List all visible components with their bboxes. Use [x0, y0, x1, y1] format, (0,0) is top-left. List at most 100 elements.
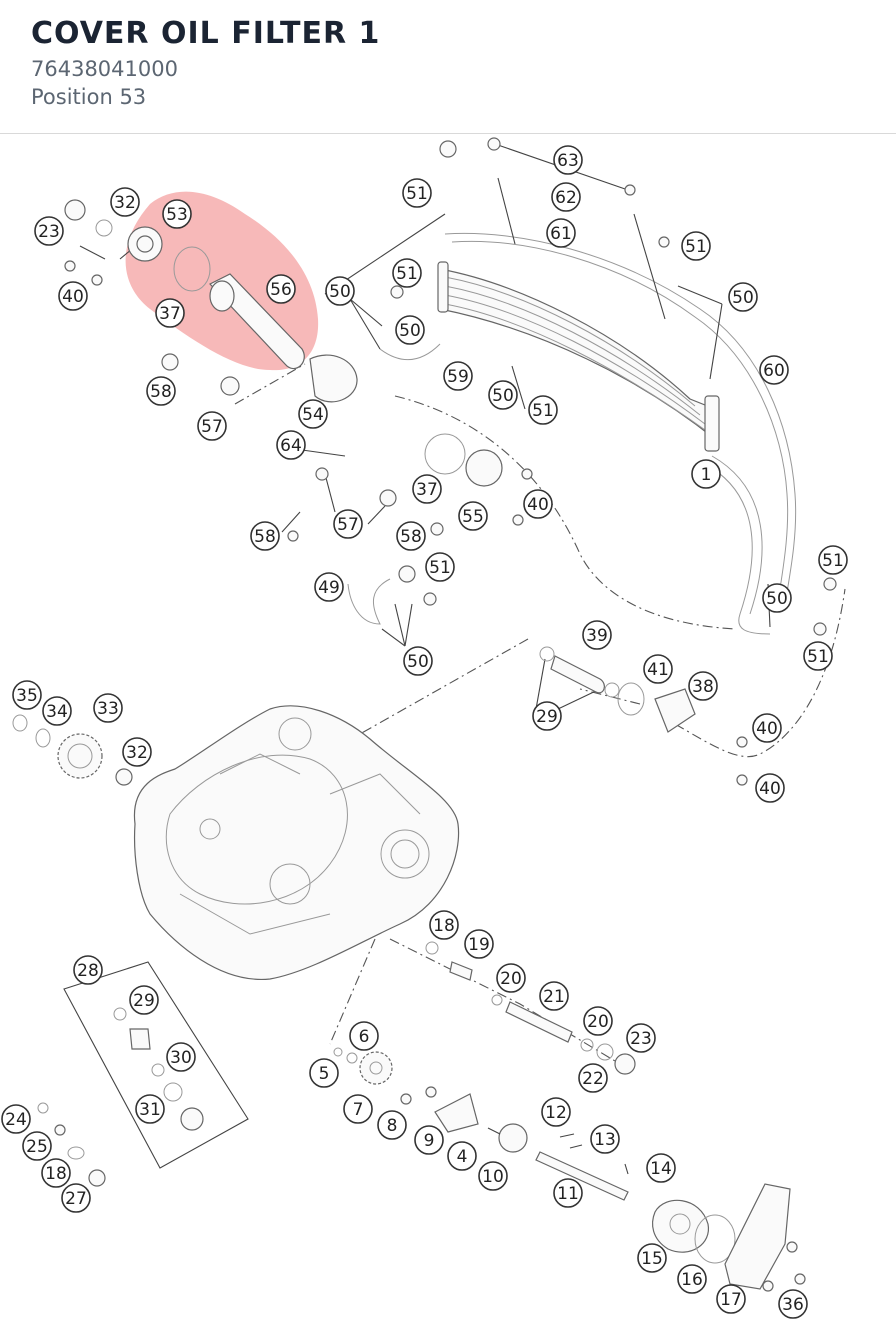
- callout-27[interactable]: 27: [61, 1183, 91, 1213]
- callout-51[interactable]: 51: [392, 258, 422, 288]
- callout-number: 29: [536, 707, 558, 727]
- callout-30[interactable]: 30: [166, 1042, 196, 1072]
- callout-20[interactable]: 20: [583, 1006, 613, 1036]
- callout-51[interactable]: 51: [402, 178, 432, 208]
- callout-4[interactable]: 4: [447, 1141, 477, 1171]
- callout-18[interactable]: 18: [429, 910, 459, 940]
- callout-50[interactable]: 50: [403, 646, 433, 676]
- callout-number: 29: [133, 991, 155, 1011]
- callout-18[interactable]: 18: [41, 1158, 71, 1188]
- callout-number: 32: [114, 193, 136, 213]
- callout-21[interactable]: 21: [539, 981, 569, 1011]
- callout-number: 61: [550, 224, 572, 244]
- callout-13[interactable]: 13: [590, 1124, 620, 1154]
- callout-19[interactable]: 19: [464, 929, 494, 959]
- callout-20[interactable]: 20: [496, 963, 526, 993]
- callout-63[interactable]: 63: [553, 145, 583, 175]
- callout-54[interactable]: 54: [298, 399, 328, 429]
- callout-60[interactable]: 60: [759, 355, 789, 385]
- callout-22[interactable]: 22: [578, 1063, 608, 1093]
- callout-51[interactable]: 51: [803, 641, 833, 671]
- callout-62[interactable]: 62: [551, 182, 581, 212]
- callout-number: 51: [532, 401, 554, 421]
- callout-53[interactable]: 53: [162, 199, 192, 229]
- callout-number: 11: [557, 1184, 579, 1204]
- callout-37[interactable]: 37: [412, 474, 442, 504]
- callout-14[interactable]: 14: [646, 1153, 676, 1183]
- callout-64[interactable]: 64: [276, 430, 306, 460]
- callout-51[interactable]: 51: [528, 395, 558, 425]
- callout-28[interactable]: 28: [73, 955, 103, 985]
- callout-58[interactable]: 58: [146, 376, 176, 406]
- callout-51[interactable]: 51: [425, 552, 455, 582]
- callout-40[interactable]: 40: [523, 489, 553, 519]
- callout-number: 63: [557, 151, 579, 171]
- callout-number: 50: [399, 321, 421, 341]
- callout-8[interactable]: 8: [377, 1110, 407, 1140]
- callout-40[interactable]: 40: [58, 281, 88, 311]
- callout-16[interactable]: 16: [677, 1264, 707, 1294]
- callout-11[interactable]: 11: [553, 1178, 583, 1208]
- callout-33[interactable]: 33: [93, 693, 123, 723]
- callout-38[interactable]: 38: [688, 671, 718, 701]
- callout-39[interactable]: 39: [582, 620, 612, 650]
- callout-circle: [778, 1289, 808, 1319]
- callout-circle: [539, 981, 569, 1011]
- callout-37[interactable]: 37: [155, 298, 185, 328]
- callout-circle: [343, 1094, 373, 1124]
- callout-61[interactable]: 61: [546, 218, 576, 248]
- callout-number: 58: [254, 527, 276, 547]
- callout-50[interactable]: 50: [728, 282, 758, 312]
- callout-32[interactable]: 32: [122, 737, 152, 767]
- callout-1[interactable]: 1: [691, 459, 721, 489]
- callout-58[interactable]: 58: [396, 521, 426, 551]
- callout-32[interactable]: 32: [110, 187, 140, 217]
- callout-49[interactable]: 49: [314, 572, 344, 602]
- callout-50[interactable]: 50: [762, 583, 792, 613]
- callout-circle: [1, 1104, 31, 1134]
- callout-number: 35: [16, 686, 38, 706]
- callout-58[interactable]: 58: [250, 521, 280, 551]
- callout-23[interactable]: 23: [34, 216, 64, 246]
- callout-number: 50: [407, 652, 429, 672]
- callout-7[interactable]: 7: [343, 1094, 373, 1124]
- callout-number: 36: [782, 1295, 804, 1315]
- callout-5[interactable]: 5: [309, 1058, 339, 1088]
- callout-17[interactable]: 17: [716, 1284, 746, 1314]
- callout-50[interactable]: 50: [395, 315, 425, 345]
- callout-36[interactable]: 36: [778, 1289, 808, 1319]
- callout-15[interactable]: 15: [637, 1243, 667, 1273]
- callout-6[interactable]: 6: [349, 1021, 379, 1051]
- callout-31[interactable]: 31: [135, 1094, 165, 1124]
- callout-35[interactable]: 35: [12, 680, 42, 710]
- callout-25[interactable]: 25: [22, 1131, 52, 1161]
- callout-number: 50: [732, 288, 754, 308]
- callout-29[interactable]: 29: [129, 985, 159, 1015]
- callout-51[interactable]: 51: [681, 231, 711, 261]
- callout-50[interactable]: 50: [488, 380, 518, 410]
- callout-41[interactable]: 41: [643, 654, 673, 684]
- callout-12[interactable]: 12: [541, 1097, 571, 1127]
- callout-29[interactable]: 29: [532, 701, 562, 731]
- callout-55[interactable]: 55: [458, 501, 488, 531]
- callout-circle: [425, 552, 455, 582]
- callout-59[interactable]: 59: [443, 361, 473, 391]
- engine-crankcase: [133, 705, 460, 980]
- callout-number: 33: [97, 699, 119, 719]
- callout-number: 9: [424, 1131, 435, 1151]
- callout-number: 28: [77, 961, 99, 981]
- callout-24[interactable]: 24: [1, 1104, 31, 1134]
- callout-50[interactable]: 50: [325, 276, 355, 306]
- callout-number: 40: [756, 719, 778, 739]
- callout-57[interactable]: 57: [333, 509, 363, 539]
- callout-9[interactable]: 9: [414, 1125, 444, 1155]
- callout-23[interactable]: 23: [626, 1023, 656, 1053]
- callout-51[interactable]: 51: [818, 545, 848, 575]
- callout-10[interactable]: 10: [478, 1161, 508, 1191]
- callout-57[interactable]: 57: [197, 411, 227, 441]
- callout-56[interactable]: 56: [266, 274, 296, 304]
- callout-number: 1: [701, 465, 712, 485]
- callout-40[interactable]: 40: [752, 713, 782, 743]
- callout-34[interactable]: 34: [42, 696, 72, 726]
- callout-40[interactable]: 40: [755, 773, 785, 803]
